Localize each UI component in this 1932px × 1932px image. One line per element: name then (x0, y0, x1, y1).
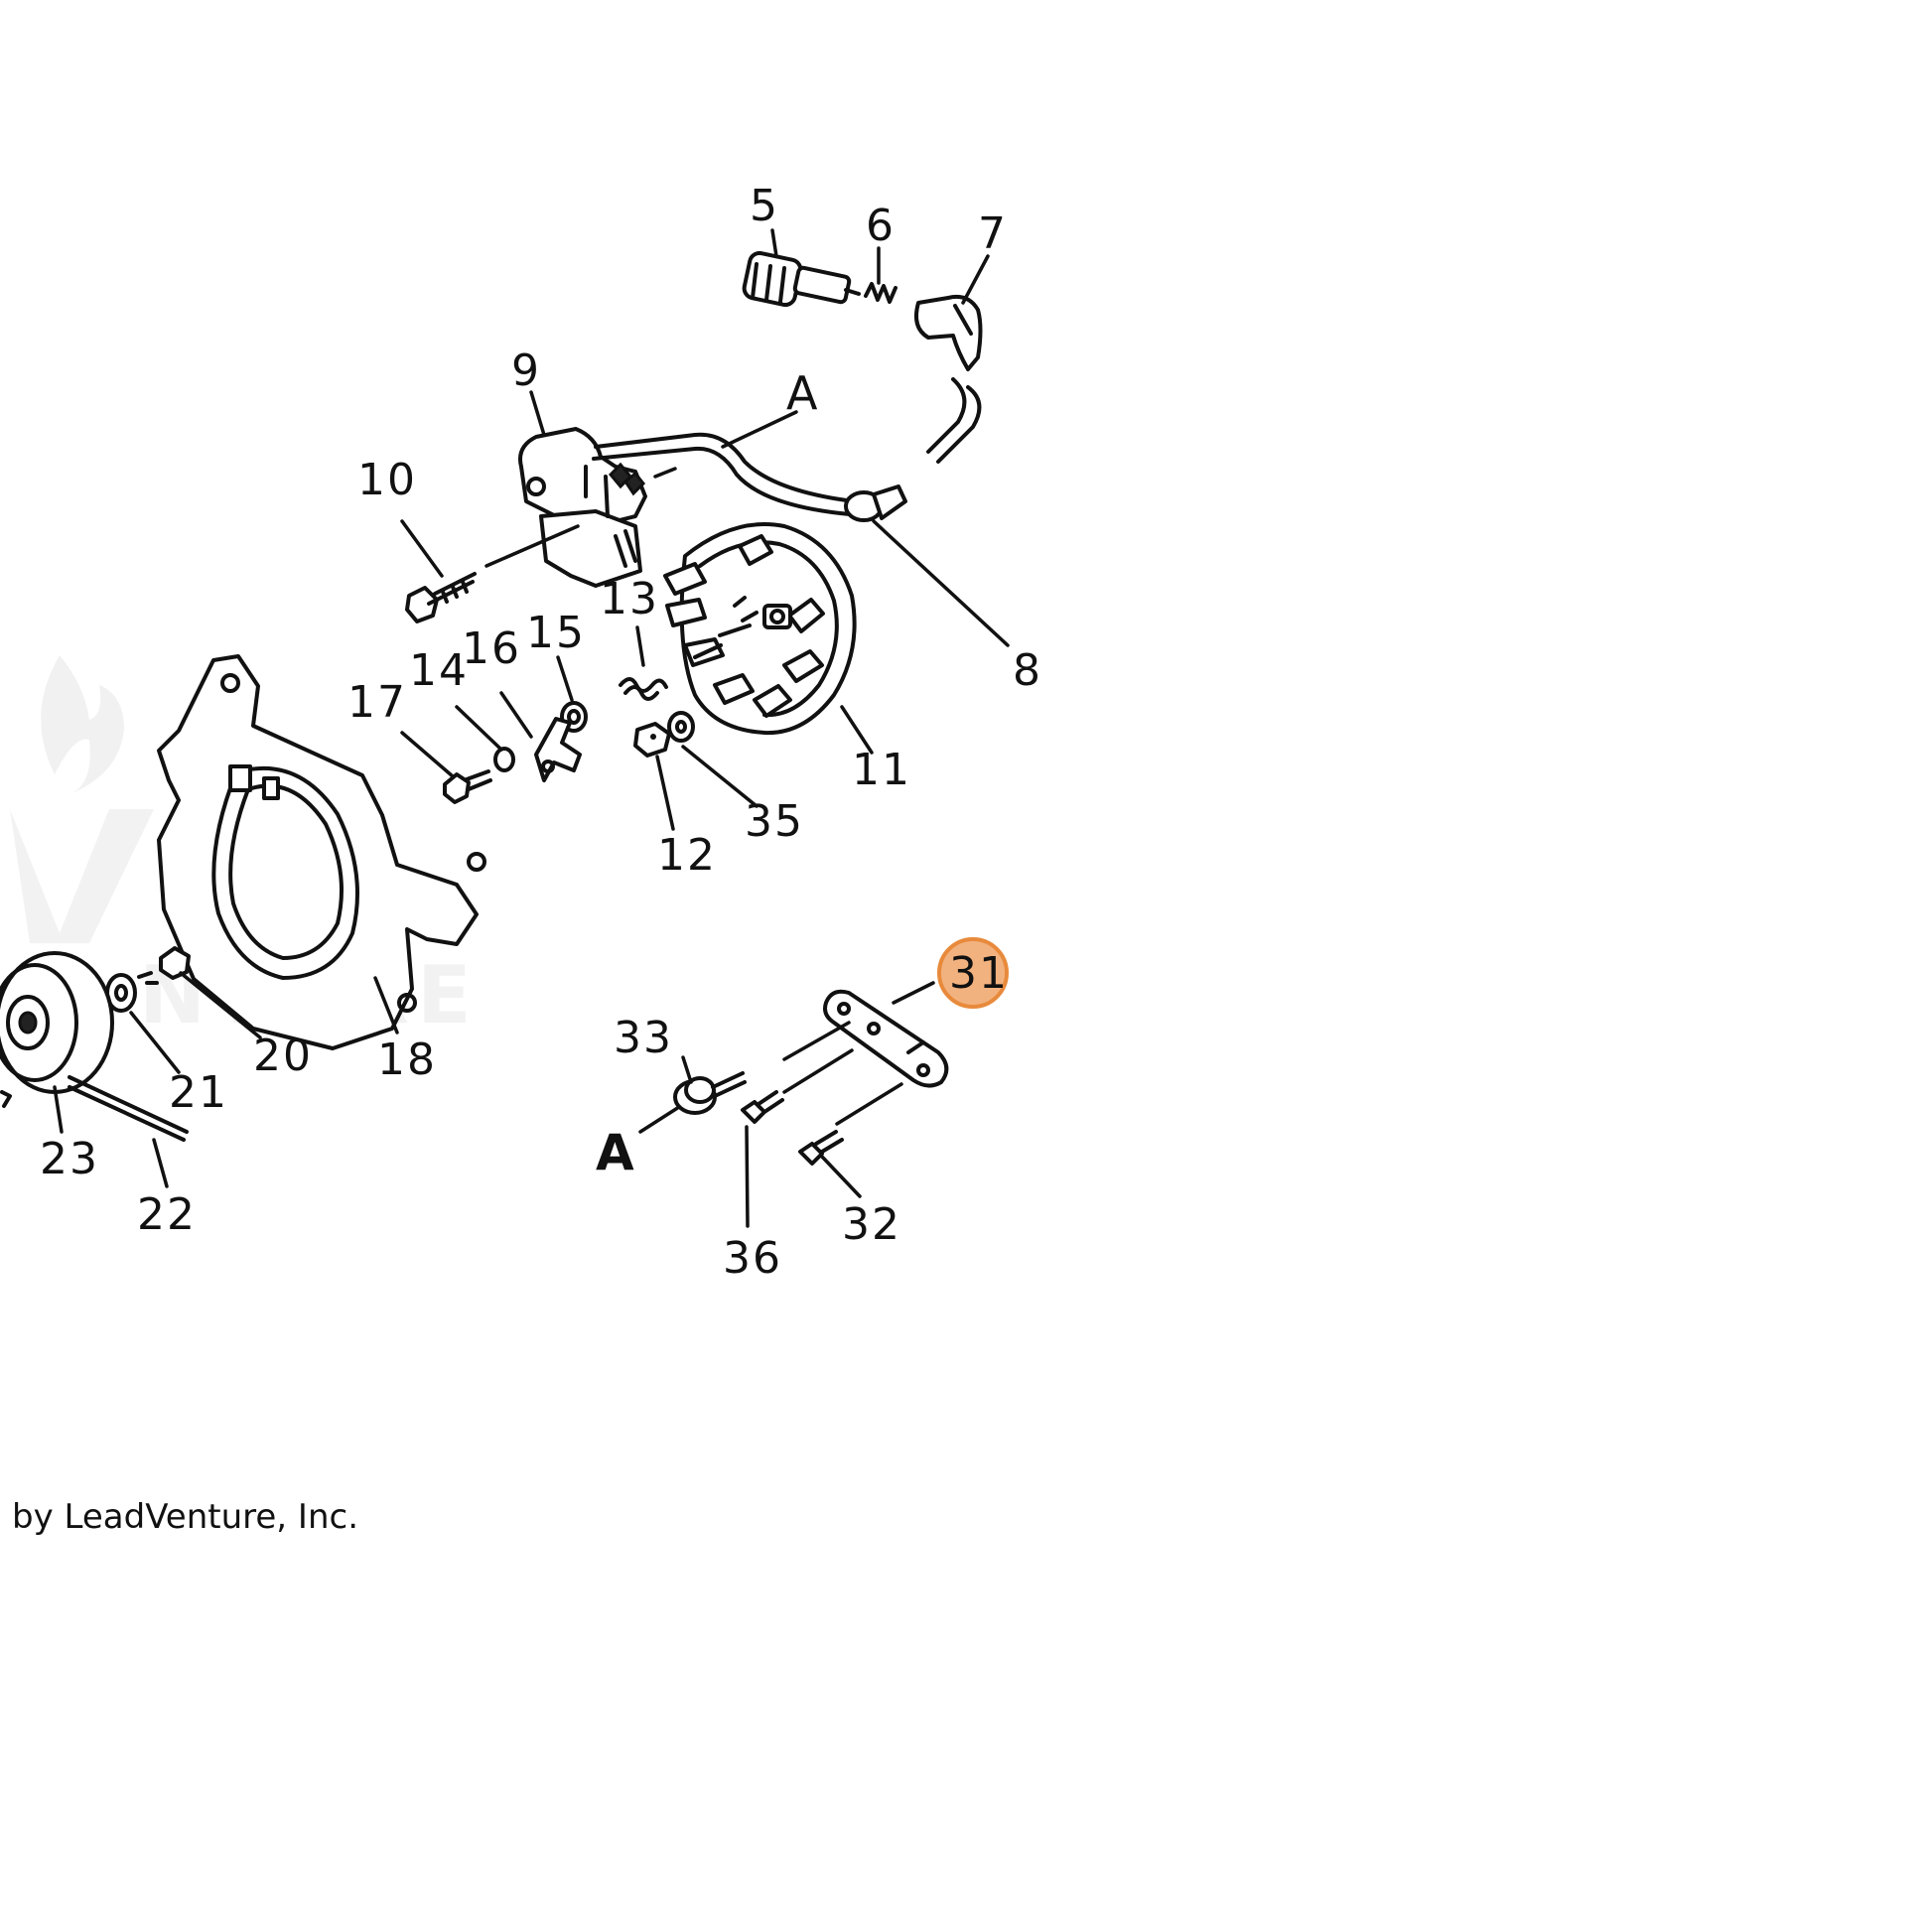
part-5-spark-plug[interactable] (742, 250, 861, 308)
callout-33[interactable]: 33 (614, 1013, 673, 1063)
callout-16[interactable]: 16 (462, 623, 521, 674)
part-18-fan-housing[interactable] (157, 654, 486, 1050)
callout-14[interactable]: 14 (409, 645, 469, 696)
callout-6[interactable]: 6 (866, 201, 896, 251)
callout-10[interactable]: 10 (357, 455, 417, 505)
callout-32[interactable]: 32 (842, 1199, 901, 1250)
part-23-pulley[interactable] (0, 951, 114, 1094)
callout-21[interactable]: 21 (169, 1067, 228, 1118)
callout-13[interactable]: 13 (600, 574, 659, 624)
part-22-rope[interactable] (68, 1075, 189, 1142)
callout-18[interactable]: 18 (377, 1035, 437, 1085)
part-6-spring[interactable] (864, 282, 897, 304)
callout-17[interactable]: 17 (347, 677, 407, 728)
highlight-circle-31 (937, 937, 1009, 1009)
callout-35[interactable]: 35 (745, 796, 804, 847)
part-9-ignition-coil[interactable] (518, 427, 647, 588)
part-16-bracket[interactable] (534, 717, 582, 782)
callout-8[interactable]: 8 (1013, 645, 1042, 696)
callout-31[interactable]: 31 (949, 948, 1009, 999)
part-12-key[interactable] (633, 722, 671, 758)
high-tension-lead (592, 432, 856, 516)
part-8-clamp[interactable] (844, 484, 907, 522)
part-32-screw[interactable] (798, 1130, 844, 1166)
ref-letter-a-lower: A (596, 1124, 634, 1181)
callout-7[interactable]: 7 (978, 208, 1008, 259)
callout-23[interactable]: 23 (40, 1134, 99, 1184)
leader-lines (53, 228, 1010, 1228)
part-35-washer[interactable] (667, 711, 695, 743)
callout-12[interactable]: 12 (657, 830, 717, 881)
callout-11[interactable]: 11 (852, 745, 911, 795)
part-14-washer[interactable] (493, 747, 515, 772)
part-36-screw[interactable] (741, 1090, 784, 1124)
callout-22[interactable]: 22 (137, 1189, 197, 1240)
ref-letter-a-upper: A (786, 366, 818, 420)
part-33-bolt[interactable] (673, 1071, 747, 1115)
callout-15[interactable]: 15 (526, 608, 586, 658)
part-edge-fragment (0, 1090, 12, 1108)
part-11-flywheel[interactable] (663, 522, 857, 736)
callout-5[interactable]: 5 (750, 181, 779, 231)
ignition-cable-end (926, 377, 982, 464)
callout-20[interactable]: 20 (253, 1031, 313, 1081)
part-20-bolt[interactable] (137, 946, 191, 985)
part-31-plate[interactable] (823, 989, 949, 1088)
callout-9[interactable]: 9 (511, 345, 541, 396)
part-13-spring[interactable] (619, 677, 668, 701)
copyright-notice: by LeadVenture, Inc. (12, 1497, 358, 1537)
callout-36[interactable]: 36 (723, 1233, 782, 1284)
part-7-plug-cap[interactable] (914, 294, 983, 371)
part-17-bolt[interactable] (443, 769, 492, 804)
part-10-screw[interactable] (405, 572, 477, 623)
